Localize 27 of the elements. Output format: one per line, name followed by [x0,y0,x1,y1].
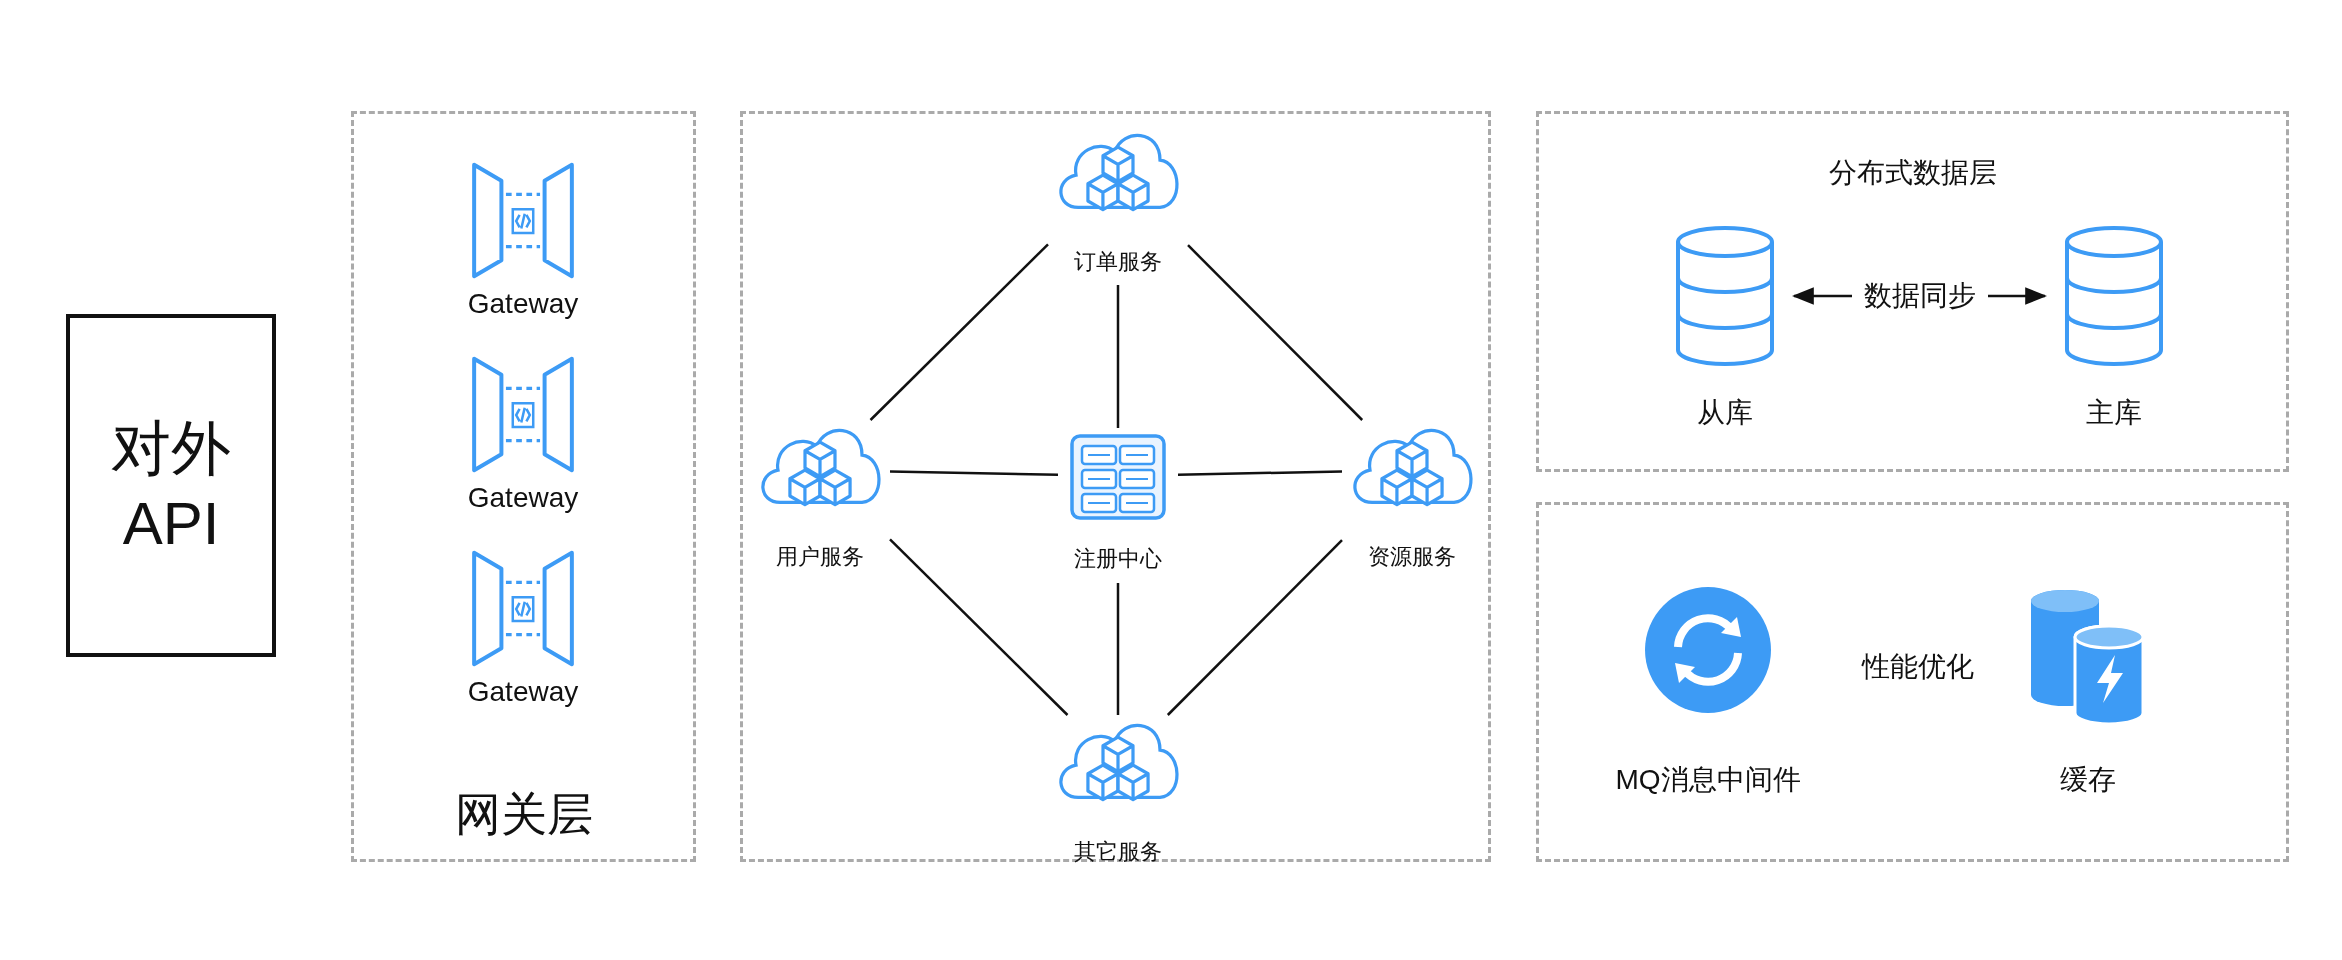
dashed-panel [740,111,1491,862]
node-label: 从库 [1697,396,1753,430]
dashed-panel [351,111,696,862]
dashed-panel [1536,502,2289,862]
connector-line [869,243,1049,421]
node-label: Gateway [467,676,579,708]
connector-line [1177,470,1343,477]
connector-line [1187,244,1364,421]
node-label: 缓存 [2060,763,2116,797]
connector-line [889,470,1059,477]
connector-line [1116,583,1120,715]
node-label: 用户服务 [776,543,864,571]
node-label: 资源服务 [1368,543,1456,571]
node-label: 主库 [2086,396,2142,430]
node-label: MQ消息中间件 [1615,763,1801,797]
panel-title: 网关层 [454,787,593,842]
node-label: Gateway [467,482,579,514]
panel-title: 分布式数据层 [1828,156,1997,190]
note-text: 性能优化 [1862,650,1974,684]
connector-line [889,538,1069,716]
api-box: 对外 API [66,314,276,657]
node-label: 其它服务 [1074,838,1162,866]
connector-line [1166,539,1343,716]
node-label: 订单服务 [1074,248,1162,276]
connector-line [1116,285,1120,428]
node-label: 注册中心 [1074,545,1162,573]
node-label: Gateway [467,288,579,320]
